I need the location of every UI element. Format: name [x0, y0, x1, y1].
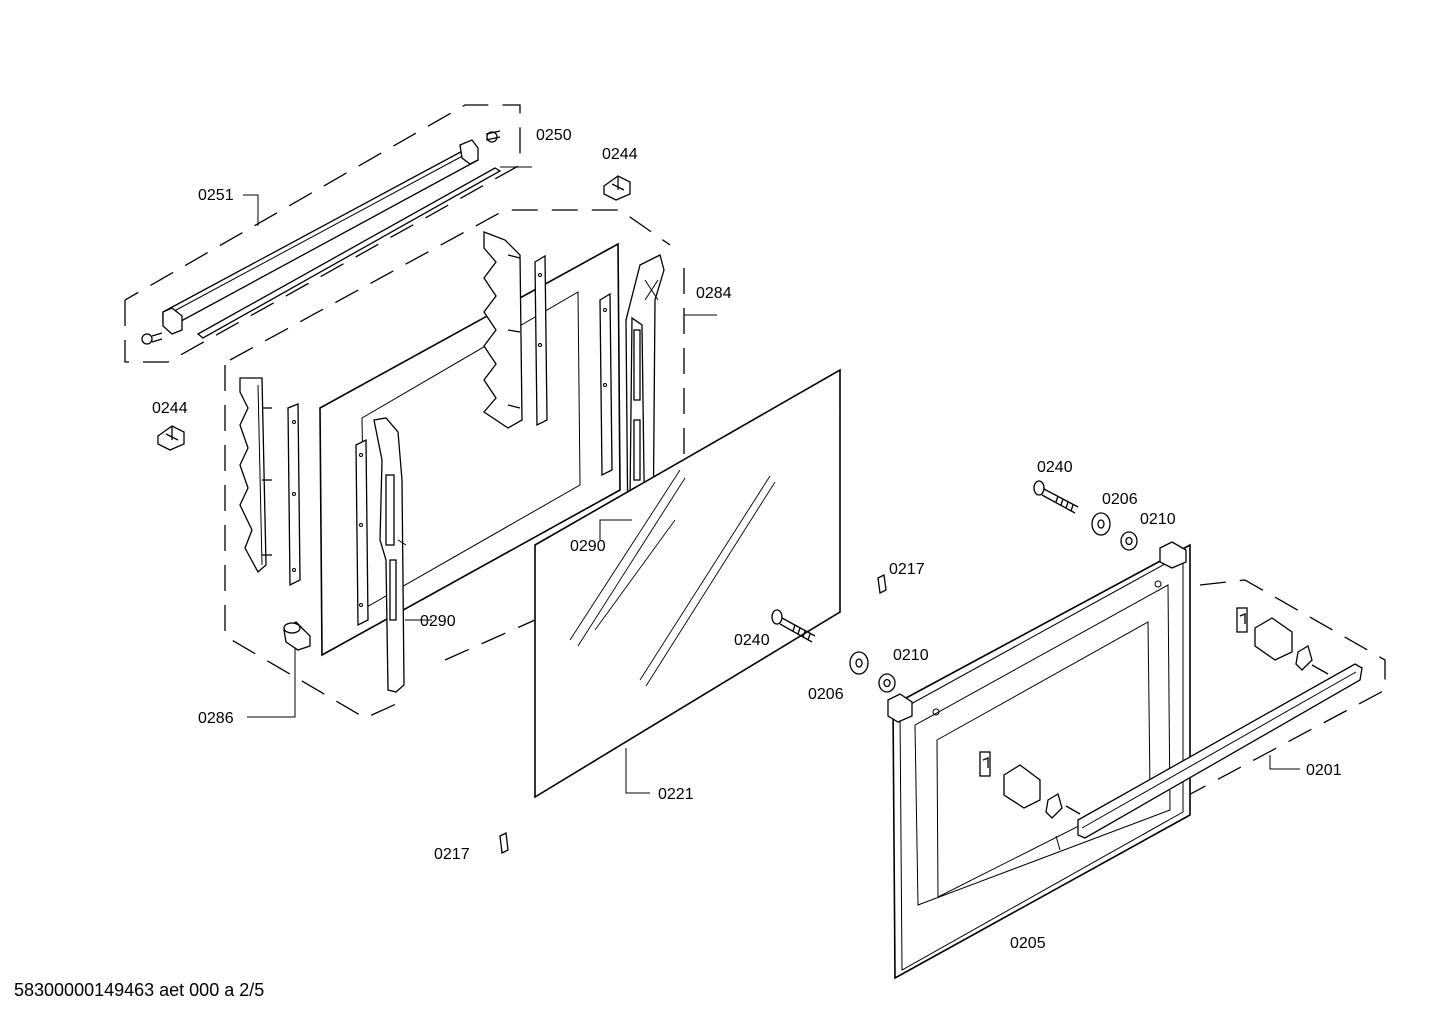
label-0251: 0251	[198, 187, 234, 204]
document-id: 58300000149463 aet 000 a 2/5	[14, 980, 265, 1000]
screw-icon-top-right	[485, 130, 501, 143]
vertical-strip-left	[287, 403, 301, 587]
part-0290-hinge-left	[373, 417, 407, 693]
part-labels: 0250 0244 0251 0284 0244 0290 0290 0240 …	[152, 127, 1342, 952]
label-0210-mid: 0210	[893, 647, 929, 664]
handle-bracket-left	[979, 751, 1063, 819]
label-0290-mid: 0290	[570, 538, 606, 555]
label-0217-low: 0217	[434, 846, 470, 863]
label-0284: 0284	[696, 285, 732, 302]
label-0221: 0221	[658, 786, 694, 803]
part-0206-washer-mid	[849, 651, 869, 675]
handle-bracket-right	[1236, 607, 1313, 671]
part-0201-handle	[1065, 663, 1363, 839]
part-0244-clip-top	[603, 175, 631, 201]
part-0221-front-glass	[534, 368, 841, 799]
screw-icon-top-left	[141, 332, 163, 345]
part-0244-clip-left	[157, 425, 185, 451]
part-0210-spacer-mid	[878, 673, 896, 693]
part-0240-screw-right	[1033, 480, 1079, 514]
label-0244-top: 0244	[602, 146, 638, 163]
label-0250: 0250	[536, 127, 572, 144]
vertical-strip-right	[534, 254, 613, 477]
label-0206-mid: 0206	[808, 686, 844, 703]
part-0206-washer-right	[1091, 512, 1111, 536]
louver-bracket-right	[483, 231, 523, 429]
label-0205: 0205	[1010, 935, 1046, 952]
assembly-outline-top	[124, 104, 521, 363]
part-0217-pin-right	[877, 574, 887, 594]
label-0240-right: 0240	[1037, 459, 1073, 476]
vertical-strip-inner	[355, 438, 369, 627]
label-0210-right: 0210	[1140, 511, 1176, 528]
part-0251-top-rail	[162, 139, 479, 335]
part-0286-roller	[283, 621, 311, 651]
part-0205-door-frame	[887, 541, 1191, 980]
label-0240-mid: 0240	[734, 632, 770, 649]
label-0217-right: 0217	[889, 561, 925, 578]
leader-lines	[243, 166, 1300, 851]
part-0240-screw-mid	[771, 609, 816, 643]
label-0290-low: 0290	[420, 613, 456, 630]
part-0250-strip	[196, 167, 502, 339]
label-0201: 0201	[1306, 762, 1342, 779]
part-0217-pin-low	[499, 832, 509, 854]
part-0210-spacer-right	[1120, 531, 1138, 551]
label-0206-right: 0206	[1102, 491, 1138, 508]
label-0286: 0286	[198, 710, 234, 727]
louver-bracket-left	[239, 377, 272, 574]
label-0244-left: 0244	[152, 400, 188, 417]
